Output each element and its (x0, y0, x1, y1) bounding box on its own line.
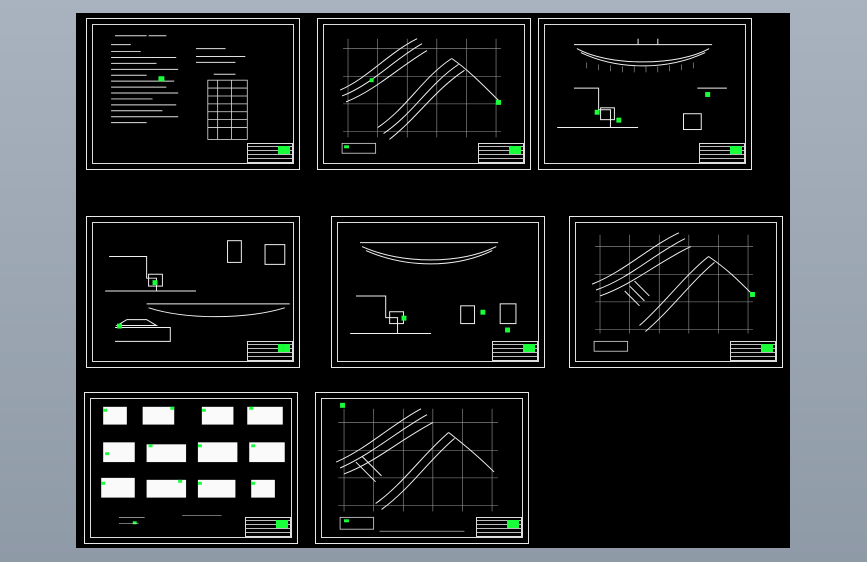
notes-drawing (111, 35, 248, 140)
sheet-site-plan-2[interactable] (569, 216, 783, 368)
title-block (492, 341, 538, 361)
sheet-border (90, 398, 292, 538)
sections-profile-drawing (105, 240, 290, 342)
sheet-sections-2[interactable] (86, 216, 300, 368)
sheet-border (575, 222, 777, 362)
sheet-border (337, 222, 539, 362)
title-block (247, 341, 293, 361)
sheet-rebar-details[interactable] (84, 392, 298, 544)
site-plan-drawing (335, 402, 498, 532)
drawing-canvas[interactable] (76, 13, 790, 548)
rebar-details-drawing (101, 406, 285, 525)
sheet-site-plan-1[interactable] (317, 18, 531, 170)
site-plan-drawing (339, 38, 502, 154)
sheet-border (321, 398, 523, 538)
sections-drawing (557, 38, 727, 131)
sheet-border (544, 24, 746, 164)
sheet-profile-details[interactable] (331, 216, 545, 368)
sheet-border (92, 24, 294, 164)
title-block (247, 143, 293, 163)
title-block (478, 143, 524, 163)
profile-details-drawing (350, 242, 517, 334)
title-block (245, 517, 291, 537)
title-block (699, 143, 745, 163)
title-block (476, 517, 522, 537)
sheet-border (92, 222, 294, 362)
sheet-notes[interactable] (86, 18, 300, 170)
sheet-sections-1[interactable] (538, 18, 752, 170)
title-block (730, 341, 776, 361)
site-plan-drawing (591, 232, 755, 352)
sheet-site-plan-3[interactable] (315, 392, 529, 544)
sheet-border (323, 24, 525, 164)
